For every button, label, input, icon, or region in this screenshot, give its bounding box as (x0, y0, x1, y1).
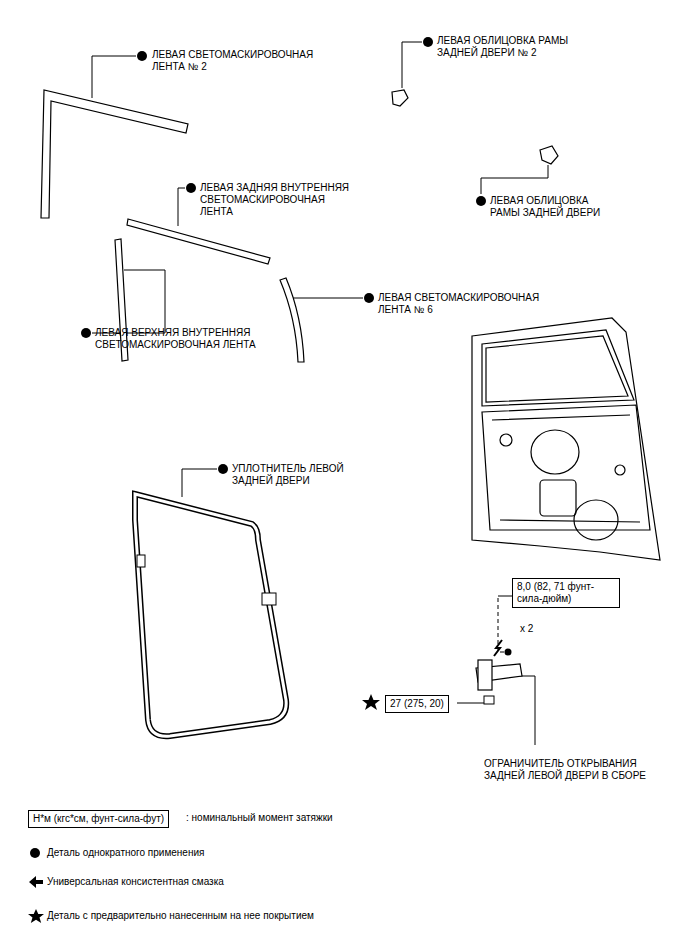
strip-6 (280, 278, 304, 362)
rear-door (472, 318, 660, 560)
torque-box: 27 (275, 20) (385, 695, 449, 713)
garnish-2 (392, 90, 408, 106)
legend-star (28, 909, 44, 923)
legend-text: Деталь однократного применения (47, 847, 204, 859)
part-name: ЛЕВАЯ СВЕТОМАСКИРОВОЧНАЯ ЛЕНТА № 2 (152, 49, 327, 73)
torque-value: 27 (275, 20) (390, 698, 444, 710)
legend-arrow (29, 876, 43, 888)
strip-2 (41, 90, 188, 218)
garnish (540, 146, 558, 164)
precoat-star (362, 694, 380, 710)
torque-value: 8,0 (82, 71 фунт-сила-дюйм) (517, 581, 615, 605)
torque-value: Н*м (кгс*см, фунт-сила-фут) (33, 813, 164, 825)
part-name: ЛЕВАЯ ЗАДНЯЯ ВНУТРЕННЯЯ СВЕТОМАСКИРОВОЧН… (200, 182, 354, 218)
part-name: ЛЕВАЯ ВЕРХНЯЯ ВНУТРЕННЯЯ СВЕТОМАСКИРОВОЧ… (95, 327, 265, 351)
legend-dot (30, 848, 40, 858)
quantity-label: x 2 (520, 623, 533, 635)
legend-text: Универсальная консистентная смазка (47, 876, 224, 888)
checker-leaders (457, 596, 535, 745)
part-name: УПЛОТНИТЕЛЬ ЛЕВОЙ ЗАДНЕЙ ДВЕРИ (232, 463, 362, 487)
torque-box: 8,0 (82, 71 фунт-сила-дюйм) (512, 578, 620, 608)
part-name: ЛЕВАЯ ОБЛИЦОВКА РАМЫ ЗАДНЕЙ ДВЕРИ № 2 (437, 35, 582, 59)
part-name: ЛЕВАЯ ОБЛИЦОВКА РАМЫ ЗАДНЕЙ ДВЕРИ (490, 195, 612, 219)
door-checker (476, 640, 522, 704)
single-use-dots (81, 37, 486, 474)
legend-text: : номинальный момент затяжки (186, 812, 333, 824)
part-name: ОГРАНИЧИТЕЛЬ ОТКРЫВАНИЯ ЗАДНЕЙ ЛЕВОЙ ДВЕ… (484, 758, 649, 782)
part-name: ЛЕВАЯ СВЕТОМАСКИРОВОЧНАЯ ЛЕНТА № 6 (378, 292, 553, 316)
legend-text: Деталь с предварительно нанесенным на не… (47, 910, 314, 922)
inner-strip (127, 219, 270, 264)
torque-box: Н*м (кгс*см, фунт-сила-фут) (28, 810, 169, 828)
weatherstrip (135, 494, 286, 736)
